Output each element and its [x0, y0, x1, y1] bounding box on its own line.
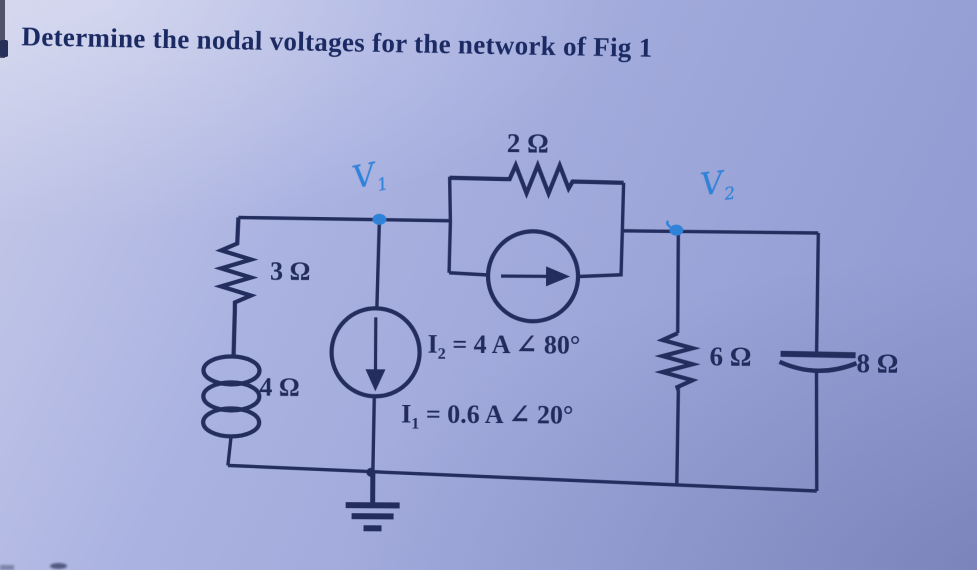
i1-symbol: I — [401, 399, 412, 429]
resistor-3ohm — [213, 217, 259, 311]
current-source-i1 — [329, 220, 422, 473]
wire-bottom — [227, 463, 817, 493]
i1-subscript: 1 — [411, 415, 420, 433]
ground-symbol — [345, 467, 400, 532]
i2-value: = 4 A ∠ 80° — [452, 329, 581, 360]
node-dot-v1 — [372, 213, 387, 225]
label-source-i1: I1 = 0.6 A ∠ 20° — [401, 399, 574, 433]
capacitor-8ohm — [778, 232, 858, 492]
label-node-v1: V1 — [349, 154, 390, 196]
node-dot-v2 — [666, 220, 684, 236]
i2-subscript: 2 — [437, 345, 446, 363]
current-source-i2 — [447, 221, 625, 324]
cutoff-character-fragment — [0, 40, 8, 57]
i2-symbol: I — [427, 329, 438, 359]
wire-top-left — [238, 215, 451, 223]
label-resistor-3ohm: 3 Ω — [269, 256, 311, 286]
photo-corner-shadow — [0, 565, 14, 570]
resistor-6ohm — [654, 231, 701, 486]
label-resistor-6ohm: 6 Ω — [709, 341, 752, 372]
label-resistor-2ohm: 2 Ω — [506, 128, 549, 159]
inductor-4ohm — [201, 310, 262, 466]
photo-edge-artifact — [0, 0, 5, 58]
photo-smudge — [50, 563, 67, 569]
label-inductor-4ohm: 4 Ω — [259, 372, 300, 402]
wire-top-right — [622, 229, 819, 235]
label-node-v2: V2 — [698, 164, 737, 205]
resistor-2ohm — [447, 159, 626, 231]
v2-symbol: V — [698, 164, 726, 204]
i1-value: = 0.6 A ∠ 20° — [425, 399, 574, 430]
v2-subscript: 2 — [723, 183, 737, 205]
label-capacitor-8ohm: 8 Ω — [856, 348, 899, 379]
label-source-i2: I2 = 4 A ∠ 80° — [427, 329, 581, 363]
